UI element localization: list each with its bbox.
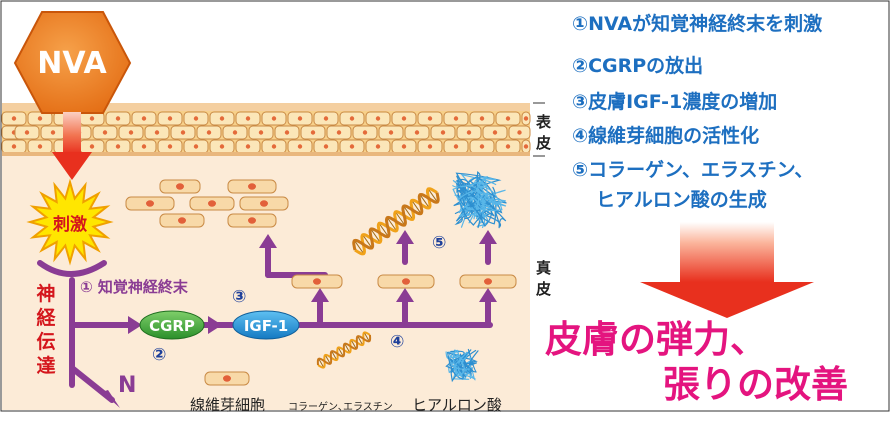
step-2: ②CGRPの放出 bbox=[572, 54, 703, 77]
nerve-end-label: ① 知覚神経終末 bbox=[80, 278, 189, 296]
nva-hexagon: NVA bbox=[13, 11, 132, 114]
fibroblast-cell bbox=[239, 196, 289, 211]
stimulus-arrow bbox=[52, 112, 92, 180]
conclusion-line-2: 張りの改善 bbox=[663, 363, 848, 406]
step-5: ⑤コラーゲン、エラスチン、 bbox=[572, 159, 813, 181]
marker-2: ② bbox=[152, 345, 166, 365]
igf-label: IGF-1 bbox=[244, 317, 288, 335]
stimulus-burst: 刺激 bbox=[26, 178, 114, 266]
fibroblast-cell bbox=[459, 274, 517, 289]
fibroblast-cell bbox=[377, 274, 435, 289]
dermis-label-1: 真 bbox=[536, 259, 551, 277]
nerve-char-2: 経 bbox=[36, 306, 56, 329]
fibroblast-cell bbox=[227, 179, 277, 194]
marker-4: ④ bbox=[390, 332, 404, 352]
nerve-vertical-label: 神 経 伝 達 bbox=[36, 282, 56, 377]
fibroblast-cell bbox=[227, 213, 277, 228]
legend-collagen-label: コラーゲン､エラスチン bbox=[288, 401, 393, 413]
legend-fibroblast-label: 線維芽細胞 bbox=[190, 396, 265, 414]
cgrp-node: CGRP bbox=[139, 310, 205, 340]
conclusion-line-1: 皮膚の弾力、 bbox=[545, 318, 767, 361]
marker-5: ⑤ bbox=[432, 233, 446, 253]
fibroblast-cell bbox=[189, 196, 235, 211]
nerve-pathways bbox=[37, 239, 493, 403]
nerve-char-1: 神 bbox=[36, 282, 55, 305]
hyaluronic-tangle bbox=[452, 171, 507, 229]
epidermis-label-2: 皮 bbox=[536, 134, 551, 152]
cgrp-label: CGRP bbox=[149, 317, 195, 335]
dermis-label-2: 皮 bbox=[536, 280, 551, 298]
nerve-arrowheads bbox=[102, 230, 497, 408]
fibroblast-cell bbox=[159, 179, 201, 194]
legend-collagen-icon bbox=[316, 331, 372, 369]
step-3: ③皮膚IGF-1濃度の増加 bbox=[572, 90, 777, 113]
step-4: ④線維芽細胞の活性化 bbox=[572, 124, 759, 147]
result-arrow bbox=[640, 222, 814, 318]
nerve-letter: N bbox=[118, 373, 136, 398]
legend-hyaluronic-icon bbox=[445, 348, 479, 383]
steps-list: ①NVAが知覚神経終末を刺激 ②CGRPの放出 ③皮膚IGF-1濃度の増加 ④線… bbox=[572, 12, 822, 211]
collagen-helix bbox=[352, 187, 440, 256]
fibroblast-cells bbox=[125, 179, 517, 289]
nva-label: NVA bbox=[37, 46, 107, 81]
marker-3: ③ bbox=[232, 287, 246, 307]
step-5-continued: ヒアルロン酸の生成 bbox=[596, 188, 767, 211]
igf-node: IGF-1 bbox=[232, 310, 300, 340]
conclusion: 皮膚の弾力、 張りの改善 bbox=[545, 318, 848, 406]
fibroblast-cell bbox=[204, 371, 250, 386]
step-1: ①NVAが知覚神経終末を刺激 bbox=[572, 12, 822, 35]
nerve-char-4: 達 bbox=[36, 354, 55, 377]
fibroblast-cell bbox=[159, 213, 205, 228]
stimulus-label: 刺激 bbox=[53, 214, 87, 235]
skin-labels: 表 皮 真 皮 bbox=[533, 102, 552, 298]
fibroblast-cell bbox=[291, 274, 343, 289]
nerve-char-3: 伝 bbox=[36, 331, 55, 353]
legend-hyaluronic-label: ヒアルロン酸 bbox=[412, 396, 502, 414]
fibroblast-cell bbox=[125, 196, 175, 211]
legend: 線維芽細胞 コラーゲン､エラスチン ヒアルロン酸 bbox=[190, 331, 502, 414]
epidermis-label-1: 表 bbox=[536, 113, 552, 131]
